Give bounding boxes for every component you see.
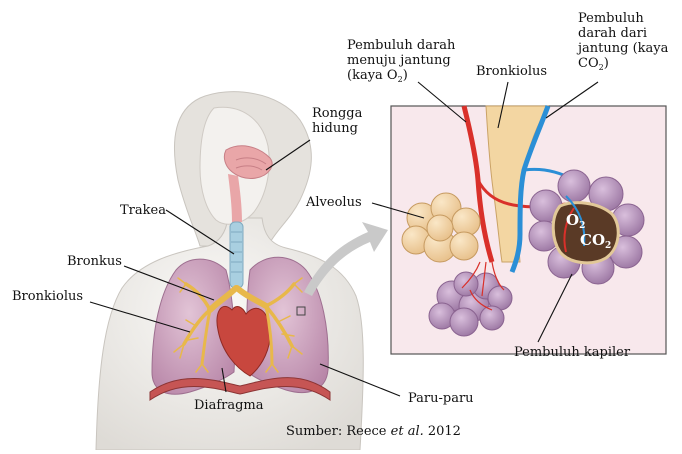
label-bronkiolus-right: Bronkiolus xyxy=(476,64,548,79)
leader-pembuluh-menuju xyxy=(417,81,467,123)
leader-pembuluh-kapiler xyxy=(537,273,573,343)
zoom-square xyxy=(296,306,306,316)
leader-bronkiolus-left xyxy=(89,301,191,333)
chem-o2-sub: 2 xyxy=(579,221,586,231)
chem-o2-base: O xyxy=(566,211,580,229)
source-prefix: Sumber: Reece xyxy=(286,424,391,439)
label-bronkiolus-left: Bronkiolus xyxy=(12,289,84,304)
bronchial-tree xyxy=(173,277,303,373)
alveolar-sac xyxy=(401,192,481,263)
vein-vessel xyxy=(509,105,551,273)
leader-trakea xyxy=(165,209,235,255)
label-menuju-line3: (kaya O2) xyxy=(347,68,455,87)
leader-lines xyxy=(89,81,599,397)
chem-co2-sub: 2 xyxy=(605,241,612,251)
leader-diafragma xyxy=(221,367,227,393)
alveoli-cluster-right xyxy=(528,169,645,285)
label-rongga-line1: Rongga xyxy=(312,106,363,121)
label-menuju-line1: Pembuluh darah xyxy=(347,38,456,53)
chem-co2-base: CO xyxy=(580,231,606,249)
label-pembuluh-menuju-jantung: Pembuluh darah menuju jantung (kaya O2) xyxy=(347,38,455,87)
label-dari-line2: darah dari xyxy=(578,26,647,41)
human-torso xyxy=(95,91,364,451)
pharynx xyxy=(228,174,242,222)
label-diafragma: Diafragma xyxy=(194,398,264,413)
leader-pembuluh-dari xyxy=(545,81,599,119)
label-pembuluh-kapiler: Pembuluh kapiler xyxy=(514,345,631,360)
label-dari-sub: 2 xyxy=(598,63,604,72)
label-menuju-kaya: (kaya O xyxy=(347,68,398,83)
label-paru-paru: Paru-paru xyxy=(408,391,474,406)
label-rongga-line2: hidung xyxy=(312,121,358,136)
nasal-cavity xyxy=(223,145,273,179)
leader-bronkus xyxy=(123,265,215,301)
leader-rongga xyxy=(265,139,311,171)
chem-co2: CO2 xyxy=(580,232,611,254)
label-menuju-line2: menuju jantung xyxy=(347,53,451,68)
heart xyxy=(216,305,271,377)
label-pembuluh-dari-jantung: Pembuluh darah dari jantung (kaya CO2) xyxy=(578,11,668,75)
inset-panel xyxy=(390,105,667,355)
label-dari-close: ) xyxy=(603,56,609,71)
source-year: 2012 xyxy=(423,424,461,439)
label-rongga-hidung: Rongga hidung xyxy=(312,106,362,136)
source-caption: Sumber: Reece et al. 2012 xyxy=(286,424,461,439)
label-trakea: Trakea xyxy=(120,203,166,218)
label-bronkus: Bronkus xyxy=(67,254,122,269)
leader-alveolus xyxy=(371,202,425,219)
chem-o2: O2 xyxy=(566,212,585,234)
label-dari-line3: jantung (kaya xyxy=(578,41,669,56)
zoom-arrow xyxy=(304,222,388,296)
diaphragm xyxy=(149,377,331,401)
label-dari-co: CO xyxy=(578,56,599,71)
label-dari-line4: CO2) xyxy=(578,56,668,75)
source-etal: et al. xyxy=(390,424,424,439)
leader-bronkiolus-right xyxy=(497,81,509,129)
leader-paru xyxy=(319,363,401,397)
label-menuju-sub: 2 xyxy=(397,75,403,84)
label-alveolus: Alveolus xyxy=(306,195,362,210)
label-dari-line1: Pembuluh xyxy=(578,11,644,26)
label-menuju-close: ) xyxy=(402,68,408,83)
